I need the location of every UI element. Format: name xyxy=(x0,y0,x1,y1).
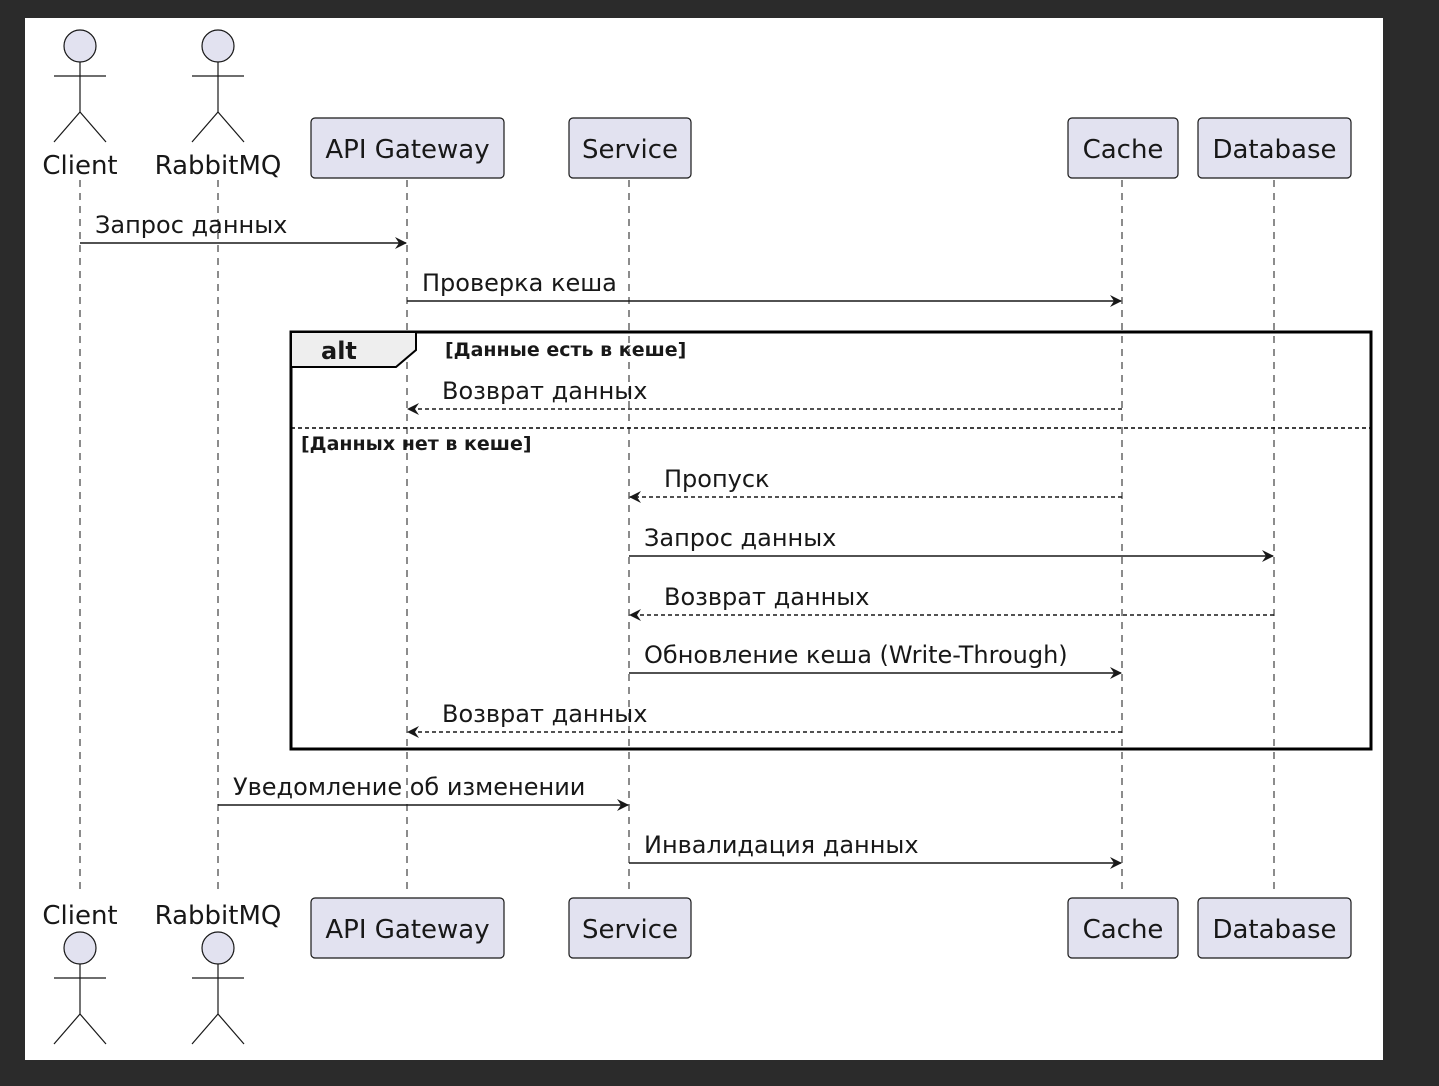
message-label-5: Запрос данных xyxy=(644,524,836,552)
actor-label-top-client: Client xyxy=(42,151,117,181)
alt-guard-2: [Данных нет в кеше] xyxy=(301,433,532,455)
alt-frame xyxy=(289,330,1373,751)
actor-figure-top-rabbitmq xyxy=(191,29,245,143)
alt-frame-kind: alt xyxy=(321,337,357,365)
actor-figure-bottom-rabbitmq xyxy=(191,931,245,1045)
participant-box-bottom-gateway xyxy=(310,897,505,959)
actor-label-top-rabbitmq: RabbitMQ xyxy=(155,151,282,181)
participant-box-bottom-cache xyxy=(1067,897,1179,959)
message-label-6: Возврат данных xyxy=(664,583,869,611)
participant-label-bottom-cache: Cache xyxy=(1083,915,1164,945)
actor-figure-top-client xyxy=(53,29,107,143)
message-label-10: Инвалидация данных xyxy=(644,831,919,859)
participant-box-top-database xyxy=(1197,117,1352,179)
participant-box-bottom-service xyxy=(568,897,692,959)
actor-figure-bottom-client xyxy=(53,931,107,1045)
participant-label-top-gateway: API Gateway xyxy=(325,135,489,165)
participant-box-bottom-database xyxy=(1197,897,1352,959)
actor-label-bottom-rabbitmq: RabbitMQ xyxy=(155,901,282,931)
actor-label-bottom-client: Client xyxy=(42,901,117,931)
participant-label-top-cache: Cache xyxy=(1083,135,1164,165)
message-label-9: Уведомление об изменении xyxy=(233,773,585,801)
participant-box-top-service xyxy=(568,117,692,179)
message-label-1: Запрос данных xyxy=(95,211,287,239)
message-label-3: Возврат данных xyxy=(442,377,647,405)
alt-guard-1: [Данные есть в кеше] xyxy=(445,339,686,361)
message-label-8: Возврат данных xyxy=(442,700,647,728)
message-label-7: Обновление кеша (Write-Through) xyxy=(644,641,1068,669)
participant-box-top-cache xyxy=(1067,117,1179,179)
participant-box-top-gateway xyxy=(310,117,505,179)
participant-label-top-database: Database xyxy=(1212,135,1336,165)
participant-label-bottom-gateway: API Gateway xyxy=(325,915,489,945)
participant-label-top-service: Service xyxy=(582,135,678,165)
participant-label-bottom-database: Database xyxy=(1212,915,1336,945)
alt-frame-tab xyxy=(290,331,417,368)
message-label-2: Проверка кеша xyxy=(422,269,617,297)
message-label-4: Пропуск xyxy=(664,465,770,493)
participant-label-bottom-service: Service xyxy=(582,915,678,945)
